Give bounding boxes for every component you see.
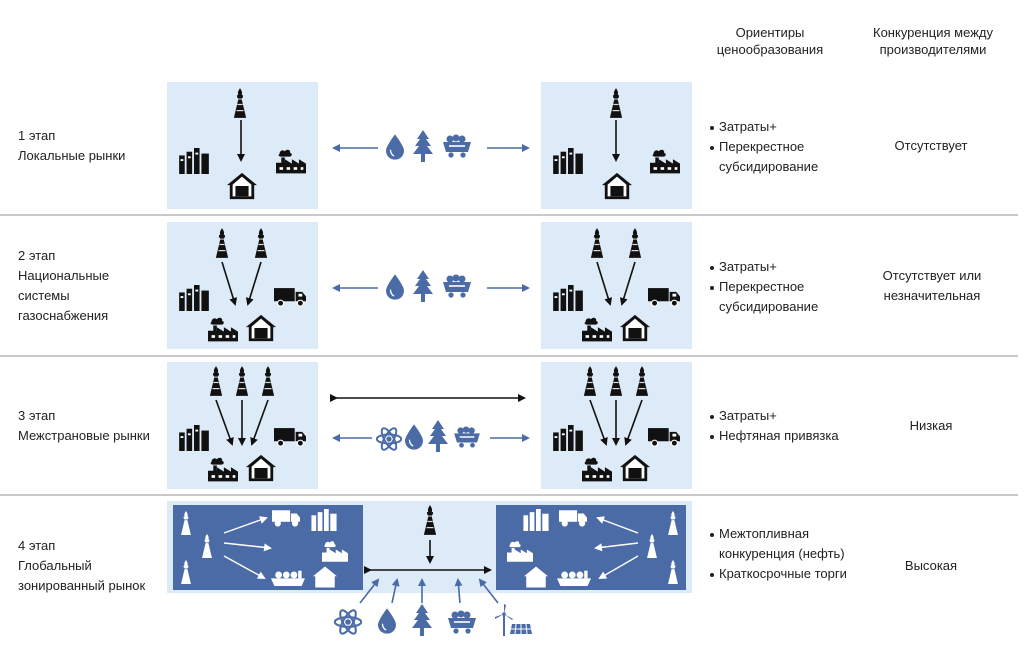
stage-4-competition: Высокая	[904, 558, 958, 573]
stage-4-title: 4 этап Глобальный зонированный рынок	[18, 536, 145, 596]
gas-well-icon	[668, 560, 678, 584]
flow-arrow	[619, 261, 636, 306]
coal-cart-icon	[448, 610, 476, 634]
gas-well-icon	[647, 534, 657, 558]
oil-drop-icon	[378, 608, 396, 634]
stage-name: зонированный рынок	[18, 578, 146, 593]
gas-well-icon	[181, 560, 191, 584]
stage-3-competition: Низкая	[909, 418, 953, 433]
stage-number: 2 этап	[18, 248, 56, 263]
flow-arrow	[624, 399, 643, 446]
pricing-item: Перекрестное субсидирование	[710, 277, 850, 317]
atom-icon	[334, 608, 362, 636]
stage-3-title: 3 этап Межстрановые рынки	[18, 406, 150, 446]
flow-arrow	[589, 399, 608, 446]
pricing-item: Межтопливная конкуренция (нефть)	[710, 524, 860, 564]
stage-2-diagram	[179, 228, 680, 342]
flow-arrow	[215, 399, 234, 446]
stage-4-diagram	[181, 505, 678, 636]
flow-arrow	[596, 261, 613, 306]
factory-icon	[523, 509, 549, 531]
flow-arrow	[221, 261, 238, 306]
gas-well-icon	[202, 534, 212, 558]
stage-name: Межстрановые рынки	[18, 428, 150, 443]
pricing-header: Ориентиры ценообразования	[716, 25, 824, 57]
stage-3-diagram	[179, 366, 680, 482]
pricing-item: Нефтяная привязка	[710, 426, 850, 446]
flow-arrow	[594, 542, 639, 552]
stage-name: Национальные	[18, 268, 110, 283]
flow-arrow	[596, 516, 639, 534]
stage-name: Глобальный	[18, 558, 92, 573]
stage-2-pricing: Затраты+ Перекрестное субсидирование	[710, 257, 850, 317]
stage-number: 3 этап	[18, 408, 56, 423]
gas-well-icon	[181, 511, 191, 535]
gas-well-icon	[423, 505, 437, 535]
pricing-item: Затраты+	[710, 117, 850, 137]
gas-well-icon	[668, 511, 678, 535]
flow-arrow	[223, 516, 268, 534]
stage-2-title: 2 этап Национальные системы газоснабжени…	[18, 246, 109, 326]
stage-4-pricing: Межтопливная конкуренция (нефть) Краткос…	[710, 524, 860, 584]
factory-icon	[311, 509, 337, 531]
lng-tanker-icon	[271, 570, 305, 586]
flow-arrow	[245, 261, 262, 306]
truck-icon	[559, 510, 587, 527]
supply-arrow	[478, 578, 499, 604]
supply-arrow	[359, 578, 380, 604]
house-icon	[313, 566, 337, 588]
stage-2-competition: Отсутствует или незначительная	[882, 268, 982, 303]
wind-solar-icon	[494, 604, 532, 636]
row-separator	[0, 214, 1018, 216]
lng-tanker-icon	[557, 570, 591, 586]
stage-2-right-panel	[541, 222, 692, 349]
stage-1-competition: Отсутствует	[894, 138, 968, 153]
pricing-item: Краткосрочные торги	[710, 564, 860, 584]
stage-name: газоснабжения	[18, 308, 109, 323]
flow-arrow	[223, 542, 272, 552]
stage-1-title: 1 этап Локальные рынки	[18, 126, 125, 166]
house-icon	[524, 566, 548, 588]
stage-2-left-panel	[167, 222, 318, 349]
pricing-item: Перекрестное субсидирование	[710, 137, 850, 177]
flow-arrow	[223, 555, 266, 579]
flow-arrow	[598, 555, 639, 580]
pricing-item: Затраты+	[710, 257, 850, 277]
stage-name: Локальные рынки	[18, 148, 126, 163]
industrial-plant-icon	[507, 541, 533, 562]
row-separator	[0, 494, 1018, 496]
supply-arrow	[454, 578, 463, 604]
row-separator	[0, 355, 1018, 357]
stage-number: 4 этап	[18, 538, 56, 553]
stage-1-pricing: Затраты+ Перекрестное субсидирование	[710, 117, 850, 177]
stage-1-diagram	[179, 88, 680, 200]
pricing-item: Затраты+	[710, 406, 850, 426]
industrial-plant-icon	[322, 541, 348, 562]
competition-header: Конкуренция между производителями	[873, 25, 993, 57]
truck-icon	[272, 510, 300, 527]
stage-number: 1 этап	[18, 128, 56, 143]
flow-arrow	[250, 399, 269, 446]
tree-icon	[412, 604, 432, 636]
stage-3-pricing: Затраты+ Нефтяная привязка	[710, 406, 850, 446]
supply-arrow	[391, 578, 400, 604]
stage-name: системы	[18, 288, 70, 303]
